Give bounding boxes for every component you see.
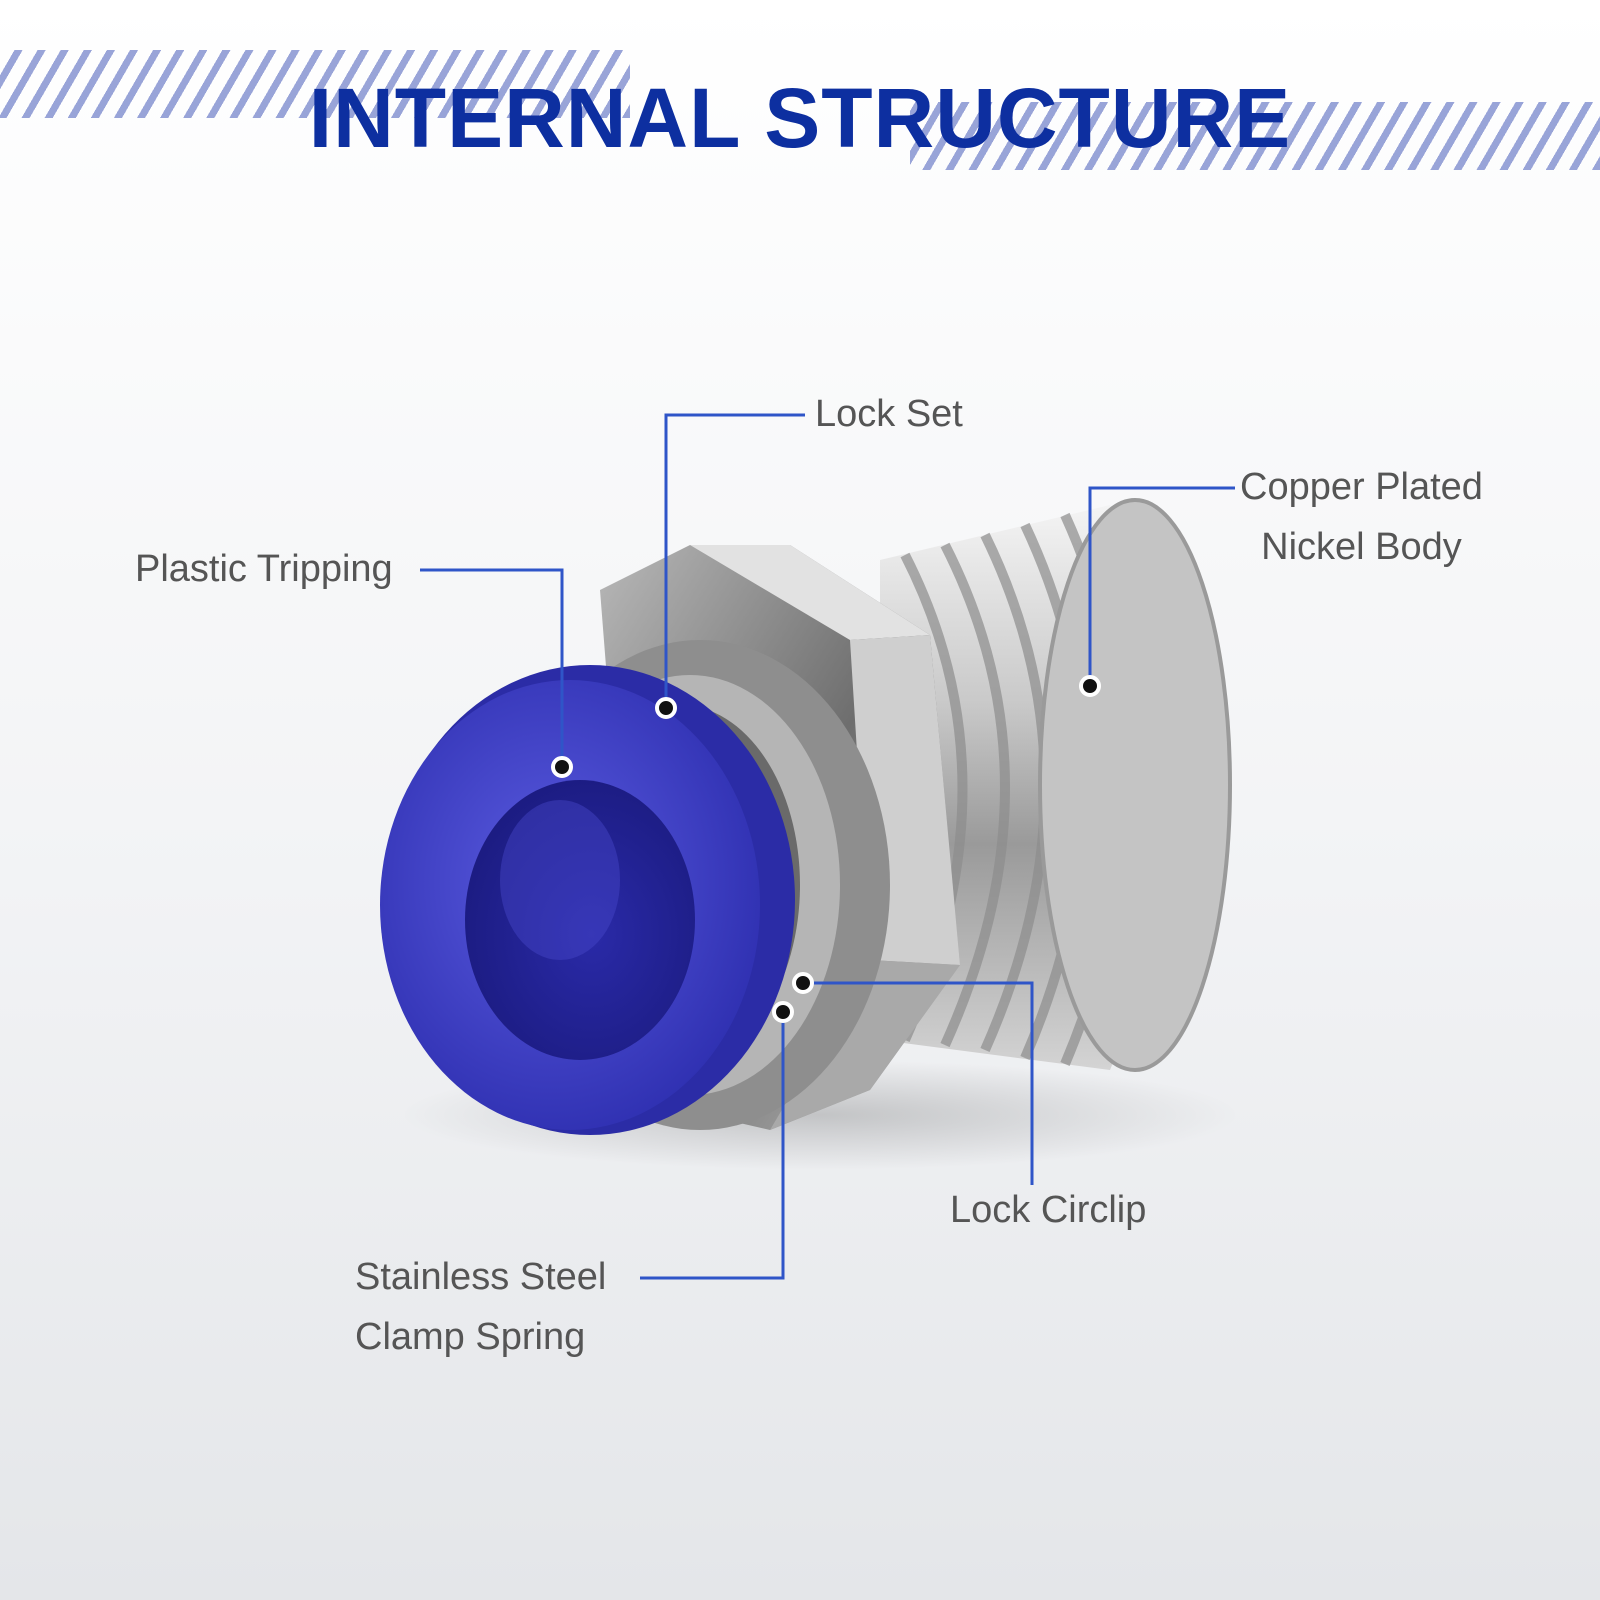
- label-lock-circlip: Lock Circlip: [950, 1189, 1147, 1231]
- label-plastic-tripping: Plastic Tripping: [135, 548, 393, 590]
- decorative-stripes-left: [0, 50, 630, 118]
- callout-dot-lock-circlip: [792, 972, 814, 994]
- leader-clamp-spring: [640, 1012, 785, 1280]
- leader-plastic-tripping: [420, 568, 564, 767]
- leader-lock-set: [664, 413, 805, 708]
- label-lock-set: Lock Set: [815, 393, 963, 435]
- callout-dot-plastic-tripping: [551, 756, 573, 778]
- page-title: INTERNAL STRUCTURE: [308, 71, 1292, 165]
- label-copper-body: Copper Plated Nickel Body: [1240, 466, 1483, 568]
- decorative-stripes-right: [910, 102, 1600, 170]
- label-clamp-spring: Stainless Steel Clamp Spring: [355, 1256, 607, 1358]
- callout-dot-lock-set: [655, 697, 677, 719]
- callout-dot-clamp-spring: [772, 1001, 794, 1023]
- release-cap: [380, 665, 795, 1135]
- leader-lock-circlip: [803, 981, 1034, 1185]
- callout-dot-copper-body: [1079, 675, 1101, 697]
- leader-copper-body: [1088, 486, 1235, 686]
